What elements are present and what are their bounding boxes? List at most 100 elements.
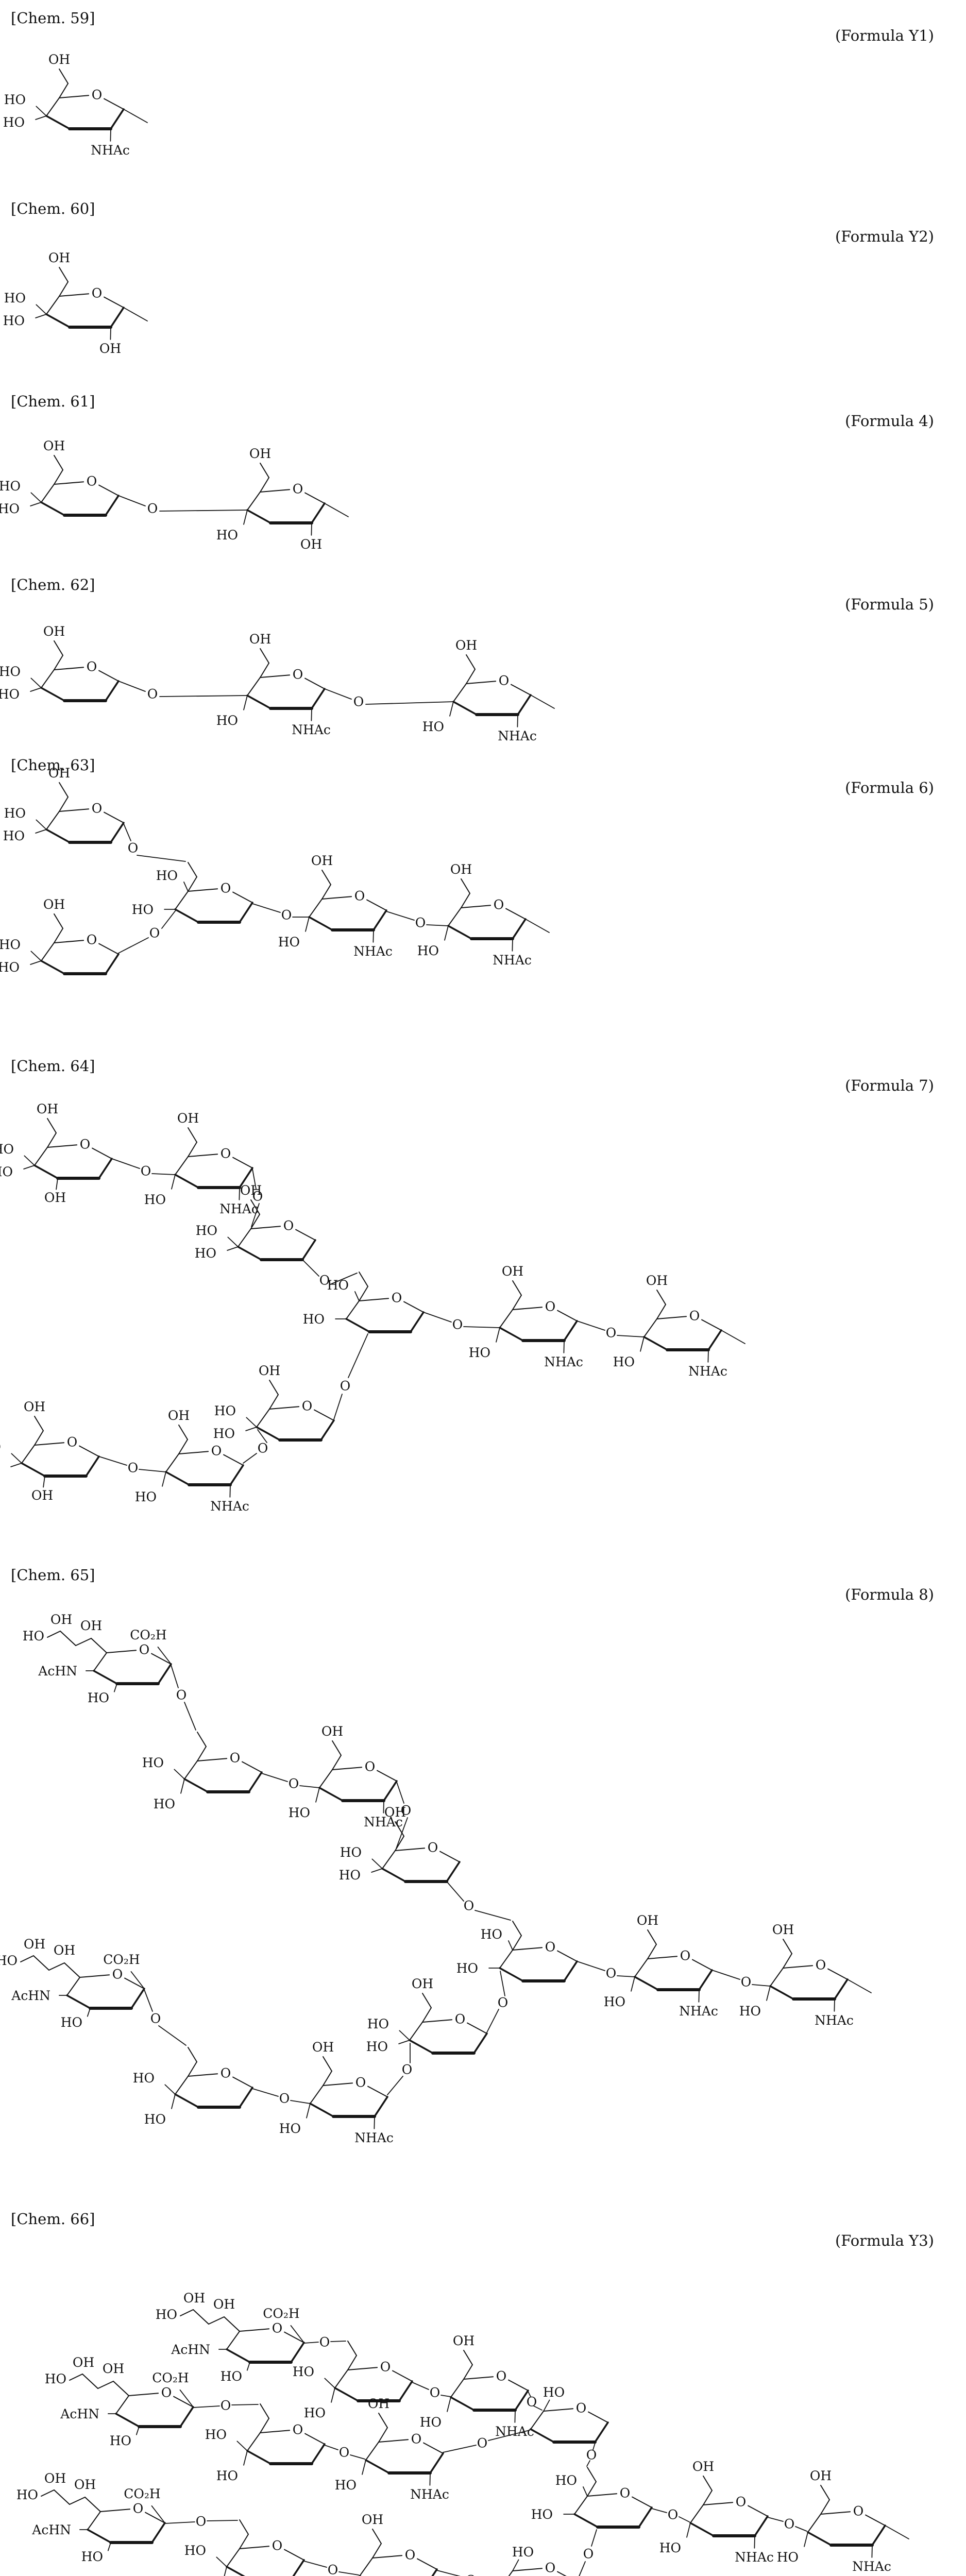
substituent-label: OH — [177, 1111, 199, 1126]
bond — [321, 896, 352, 900]
bond — [295, 1229, 316, 1241]
sugar-ring: OHO — [508, 2545, 567, 2576]
substituent-label: OH — [772, 1922, 794, 1937]
substituent-bond — [30, 502, 42, 506]
substituent-label: OH — [213, 2297, 235, 2312]
substituent-bond — [383, 1800, 384, 1814]
substituent-label: OH — [43, 438, 65, 453]
bond — [54, 940, 84, 943]
substituent-bond — [30, 951, 42, 961]
substituent-label: OH — [73, 2355, 94, 2370]
bond — [588, 2411, 608, 2423]
ring-oxygen: O — [499, 673, 510, 688]
bond — [260, 648, 269, 664]
bond — [93, 1652, 107, 1671]
substituent-label: HO — [213, 1426, 235, 1441]
bond — [41, 942, 55, 961]
bond — [563, 1320, 578, 1342]
ring-oxygen: O — [283, 1218, 294, 1233]
substituent-label: HO — [0, 1953, 18, 1968]
bond — [450, 2379, 464, 2398]
substituent-label: OH — [168, 1408, 190, 1423]
substituent-label: OH — [249, 446, 271, 461]
bond — [563, 1960, 578, 1982]
substituent-bond — [324, 2378, 335, 2388]
substituent-label: OH — [240, 1183, 262, 1198]
bond — [197, 1732, 207, 1747]
structure-drawing-chem63: OOOOOOHHOHOOHOHOOOHHOHOOOHHONHAcOOHHONHA… — [0, 766, 550, 975]
bond — [557, 1950, 578, 1962]
bond — [318, 1787, 344, 1802]
substituent-label: AcHN — [60, 2406, 99, 2421]
substituent-bond — [183, 882, 189, 892]
substituent-label: HO — [335, 2478, 357, 2493]
bond — [238, 1228, 251, 1247]
ring-oxygen: O — [92, 801, 103, 816]
glycosidic-bond — [118, 937, 149, 954]
substituent-bond — [135, 2426, 140, 2435]
bond — [239, 902, 253, 923]
bond — [79, 1445, 99, 1457]
bond — [332, 1755, 342, 1770]
bond — [34, 1442, 65, 1446]
bond — [320, 1419, 335, 1441]
substituent-bond — [162, 1471, 166, 1487]
glycosidic-bond — [151, 1173, 176, 1175]
bond — [239, 2534, 249, 2549]
substituent-label: OH — [74, 2477, 96, 2492]
bond — [463, 2364, 473, 2380]
bond — [309, 2103, 334, 2117]
substituent-label: OH — [312, 2040, 334, 2055]
bond — [304, 677, 325, 689]
bond — [372, 909, 387, 931]
bond — [260, 2430, 291, 2433]
substituent-bond — [151, 2505, 165, 2523]
substituent-label: OH — [300, 537, 322, 552]
substituent-label: HO — [196, 1223, 217, 1238]
glycosidic-bond — [528, 2391, 531, 2397]
glycosidic-oxygen: O — [606, 1326, 617, 1341]
glycosidic-oxygen: O — [401, 1803, 412, 1818]
glycosidic-oxygen: O — [147, 501, 158, 516]
glycosidic-bond — [592, 2443, 596, 2450]
substituent-bond — [35, 314, 47, 318]
bond — [47, 1118, 57, 1133]
substituent-label: HO — [216, 713, 238, 728]
bond — [557, 2571, 567, 2576]
glycosidic-bond — [144, 1989, 153, 2012]
substituent-bond — [23, 1165, 35, 1170]
glycosidic-oxygen: O — [128, 1461, 139, 1476]
substituent-label: NHAc — [688, 1364, 727, 1379]
bond — [304, 492, 325, 504]
sugar-ring: OHO — [530, 2385, 609, 2444]
bond — [587, 2493, 618, 2497]
glycosidic-bond — [261, 1773, 288, 1782]
substituent-label: HO — [604, 1994, 625, 2009]
ring-oxygen: O — [689, 1309, 700, 1324]
ring-oxygen: O — [87, 659, 97, 674]
substituent-bond — [804, 2532, 808, 2547]
bond — [54, 667, 84, 670]
bond — [573, 2513, 599, 2528]
glycosidic-bond — [711, 1970, 740, 1980]
substituent-label: HO — [659, 2540, 681, 2555]
bond — [398, 2380, 413, 2402]
bond — [332, 1740, 342, 1756]
bond — [197, 1746, 207, 1761]
substituent-bond — [243, 2450, 248, 2466]
bond — [91, 1638, 107, 1653]
substituent-label: OH — [321, 1724, 343, 1739]
substituent-bond — [179, 2389, 194, 2408]
glycosidic-bond — [161, 910, 176, 929]
glycosidic-bond — [474, 1910, 511, 1921]
glycosidic-bond — [440, 2395, 451, 2397]
bond — [392, 2370, 413, 2382]
bond — [59, 293, 90, 297]
glycosidic-bond — [290, 2100, 311, 2104]
substituent-bond — [754, 2535, 755, 2549]
